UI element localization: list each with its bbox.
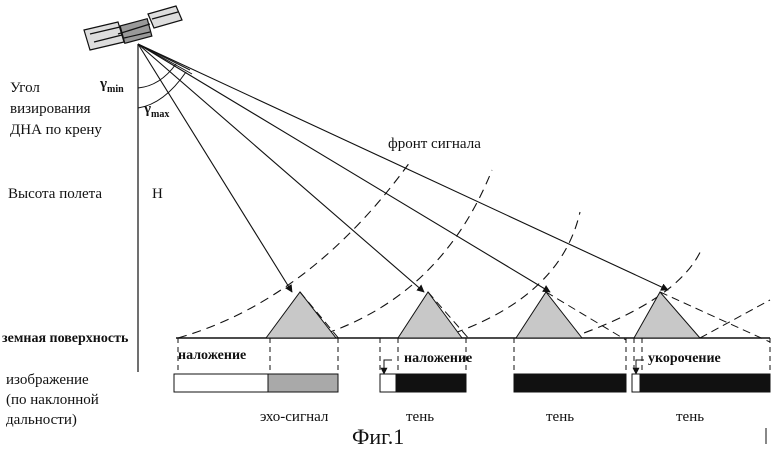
overlay-label-1: наложение — [178, 348, 247, 363]
small-arrow-2 — [632, 359, 644, 375]
shortening-label: укорочение — [648, 351, 721, 366]
mountain-4 — [633, 291, 702, 339]
beam-1 — [137, 43, 293, 293]
bar-shadow-1 — [395, 373, 467, 393]
height-symbol: H — [152, 186, 163, 202]
bar-white-1 — [173, 373, 269, 393]
gamma-min-symbol: γmin — [100, 76, 124, 95]
shadow-label-1: тень — [406, 409, 435, 425]
bar-shadow-3 — [639, 373, 771, 393]
shadow-label-2: тень — [546, 409, 575, 425]
echo-label: эхо-сигнал — [260, 409, 329, 425]
figure-caption: Фиг.1 — [352, 424, 405, 449]
angle-label-line1: Угол — [10, 80, 40, 96]
beam-2 — [137, 43, 425, 293]
mountain-2 — [397, 291, 463, 339]
shadow-label-3: тень — [676, 409, 705, 425]
angle-label-line3: ДНА по крену — [10, 122, 102, 138]
connector-lines — [177, 338, 771, 372]
image-label-line1: изображение — [6, 372, 89, 388]
bar-shadow-2 — [513, 373, 627, 393]
bar-white-2 — [379, 373, 397, 393]
gamma-max-symbol: γmax — [144, 101, 170, 120]
bar-white-3 — [631, 373, 641, 393]
bar-echo — [267, 373, 339, 393]
overlay-label-2: наложение — [404, 351, 473, 366]
image-label-line2: (по наклонной — [6, 392, 99, 408]
angle-label-line2: визирования — [10, 101, 91, 117]
surface-label: земная поверхность — [2, 331, 129, 346]
mountain-3 — [515, 291, 584, 339]
signal-front-label: фронт сигнала — [388, 136, 481, 152]
small-arrow-1 — [380, 359, 392, 375]
beam-3 — [137, 43, 551, 293]
image-bars — [173, 373, 771, 393]
altitude-label: Высота полета — [8, 186, 103, 202]
gamma-min-arc — [137, 63, 177, 89]
beam-4 — [137, 43, 669, 291]
projection-lines — [299, 291, 771, 343]
image-label-line3: дальности) — [6, 412, 77, 428]
satellite-icon — [83, 5, 183, 51]
gamma-max-arc — [137, 71, 187, 109]
mountain-1 — [265, 291, 338, 339]
mountains — [265, 291, 702, 339]
